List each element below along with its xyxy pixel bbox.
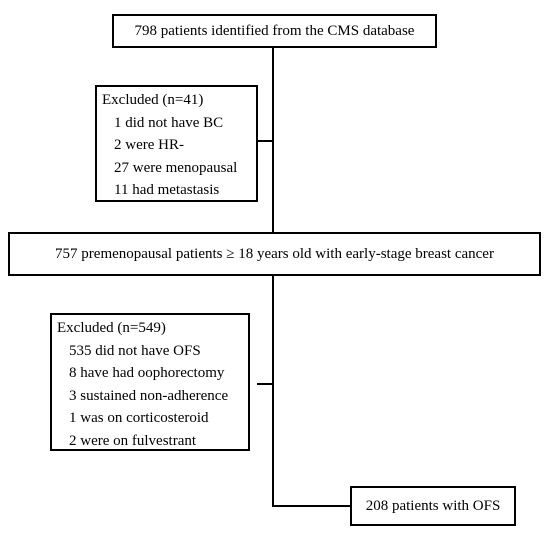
top-box: 798 patients identified from the CMS dat… [112,14,437,48]
connector-to-final [272,505,351,507]
exclusion-2-item: 1 was on corticosteroid [69,410,209,426]
connector-branch-exclusion-1 [257,140,273,142]
exclusion-1-title: Excluded (n=41) [102,92,204,108]
exclusion-box-2: Excluded (n=549) 535 did not have OFS 8 … [50,313,250,451]
exclusion-2-item: 535 did not have OFS [69,342,201,359]
exclusion-2-item: 8 have had oophorectomy [69,365,225,381]
exclusion-box-1: Excluded (n=41) 1 did not have BC 2 were… [95,85,258,202]
connector-top-to-middle [272,47,274,233]
exclusion-2-item: 2 were on fulvestrant [69,432,197,449]
middle-box: 757 premenopausal patients ≥ 18 years ol… [8,232,541,276]
exclusion-2-item: 3 sustained non-adherence [69,387,229,404]
connector-branch-exclusion-2 [257,383,273,385]
connector-middle-down [272,275,274,507]
exclusion-2-title: Excluded (n=549) [57,320,166,336]
exclusion-1-item: 2 were HR- [114,137,184,153]
exclusion-1-item: 11 had metastasis [114,182,220,198]
exclusion-1-item: 1 did not have BC [114,114,224,131]
final-box: 208 patients with OFS [350,486,516,526]
exclusion-1-item: 27 were menopausal [114,159,238,176]
